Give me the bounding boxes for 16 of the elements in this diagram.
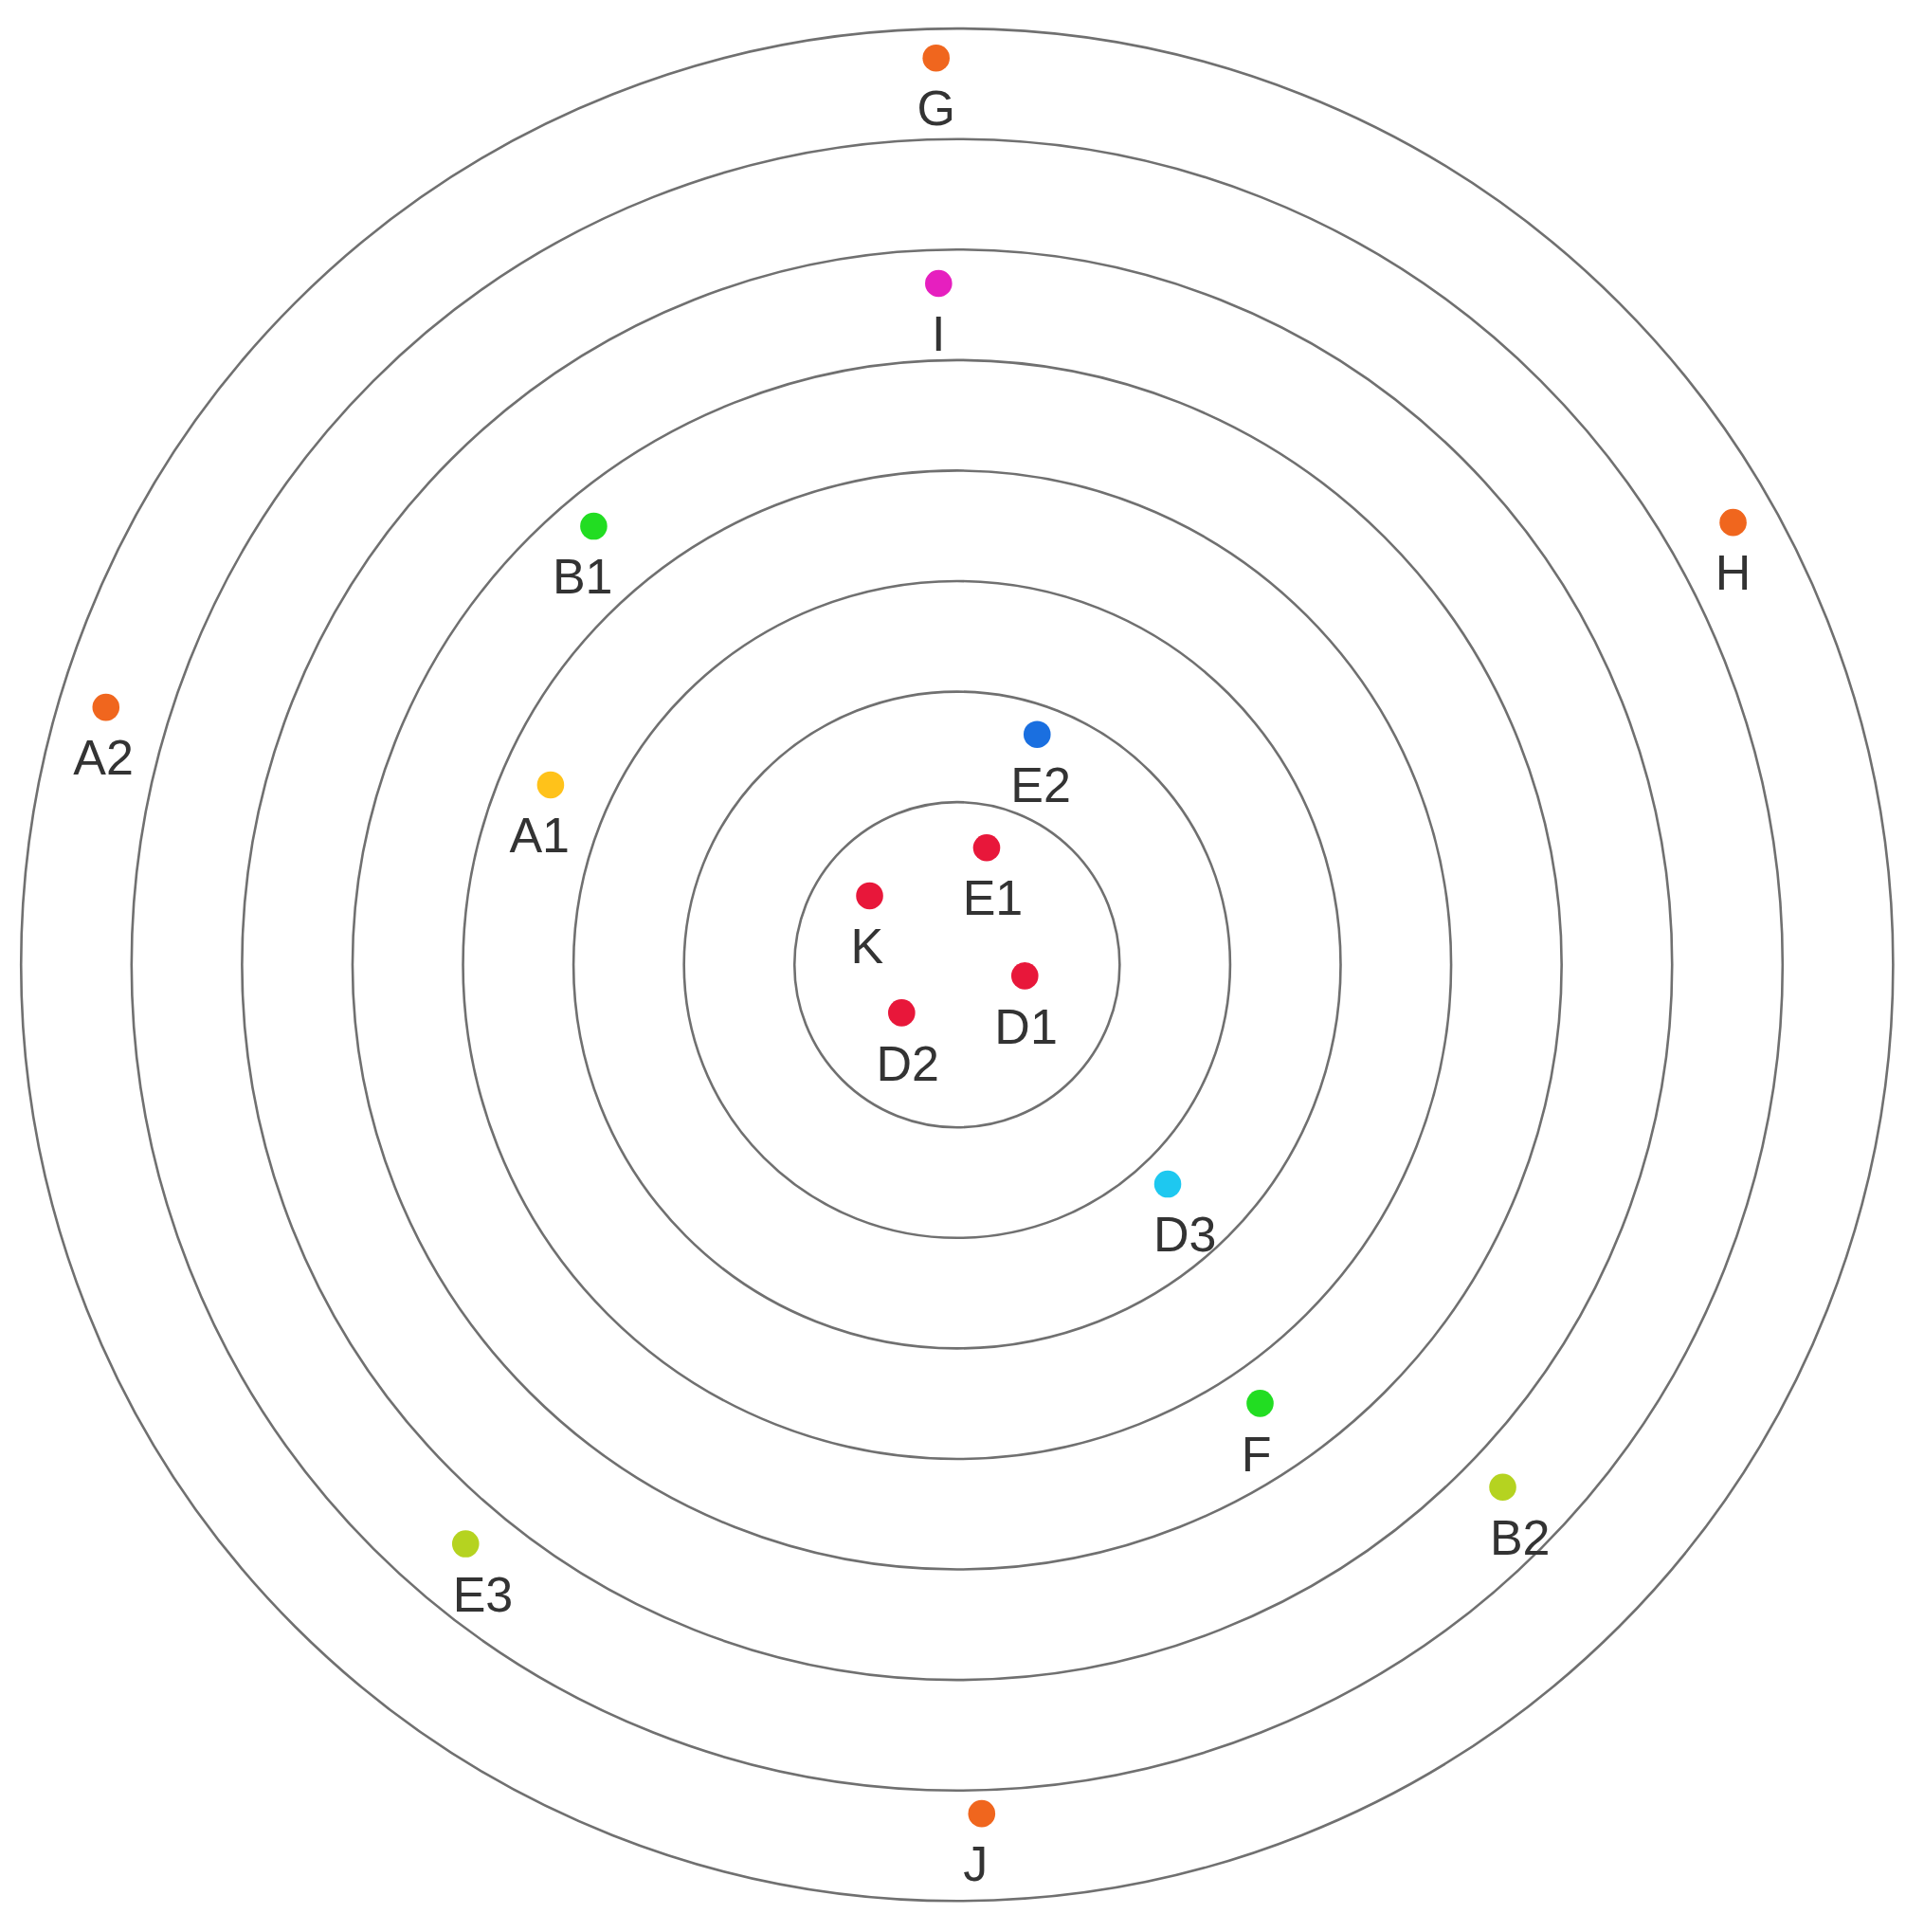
point-label: G [917, 83, 955, 134]
point-label: H [1715, 548, 1752, 598]
point-label: D3 [1153, 1210, 1217, 1260]
point-label: B1 [552, 552, 613, 602]
point-label: I [932, 309, 946, 359]
point-label: J [963, 1839, 989, 1889]
point-label: B2 [1489, 1512, 1551, 1562]
point-label: A2 [73, 733, 134, 783]
point-label: E1 [962, 873, 1024, 923]
point-label: E2 [1010, 759, 1071, 810]
point-label: A1 [509, 811, 570, 861]
point-label: K [850, 921, 884, 972]
point-label: E3 [452, 1569, 514, 1619]
point-label: D2 [876, 1038, 940, 1088]
point-label: D1 [994, 1001, 1058, 1051]
point-label: F [1241, 1429, 1272, 1479]
